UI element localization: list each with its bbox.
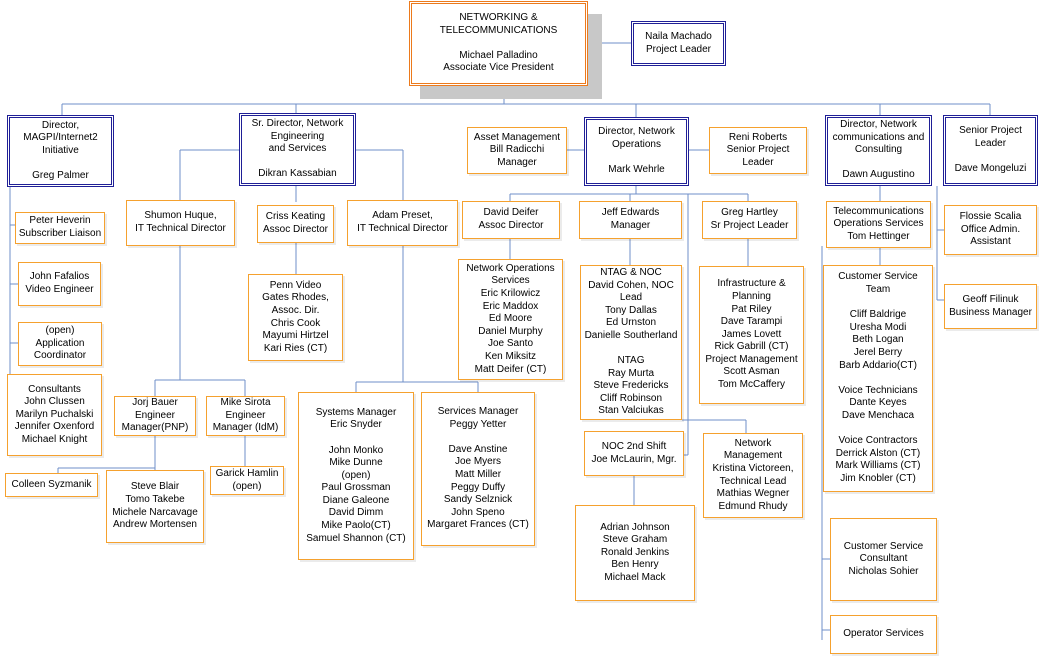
org-box-penn-video: Penn Video Gates Rhodes, Assoc. Dir. Chr… — [248, 274, 343, 361]
org-box-peter-heverin: Peter Heverin Subscriber Liaison — [15, 212, 105, 244]
org-box-services-manager: Services Manager Peggy Yetter Dave Ansti… — [421, 392, 535, 546]
org-box-mike-sirota: Mike Sirota Engineer Manager (IdM) — [206, 396, 285, 436]
org-box-consultants: Consultants John Clussen Marilyn Puchals… — [7, 374, 102, 456]
org-box-garick-hamlin: Garick Hamlin (open) — [210, 466, 284, 495]
org-box-john-fafalios: John Fafalios Video Engineer — [18, 262, 101, 306]
org-box-noc-2nd-shift: NOC 2nd Shift Joe McLaurin, Mgr. — [584, 431, 684, 476]
org-box-operator-services: Operator Services — [830, 615, 937, 654]
org-box-david-deifer: David Deifer Assoc Director — [462, 201, 560, 239]
org-box-customer-service-team: Customer Service Team Cliff Baldrige Ure… — [823, 265, 933, 492]
org-box-ntag-noc: NTAG & NOC David Cohen, NOC Lead Tony Da… — [580, 265, 682, 420]
org-box-reni-roberts: Reni Roberts Senior Project Leader — [709, 127, 807, 174]
org-box-network-operations-services: Network Operations Services Eric Krilowi… — [458, 259, 563, 380]
org-box-application-coordinator: (open) Application Coordinator — [18, 322, 102, 366]
org-box-greg-hartley: Greg Hartley Sr Project Leader — [702, 201, 797, 239]
org-box-jeff-edwards: Jeff Edwards Manager — [579, 201, 682, 239]
org-box-netcomm-director: Director, Network communications and Con… — [825, 115, 932, 186]
org-box-network-operations-director: Director, Network Operations Mark Wehrle — [584, 117, 689, 186]
org-box-flossie-scalia: Flossie Scalia Office Admin. Assistant — [944, 205, 1037, 255]
org-box-jorj-bauer: Jorj Bauer Engineer Manager(PNP) — [114, 396, 196, 436]
org-box-network-management: Network Management Kristina Victoreen, T… — [703, 433, 803, 518]
org-box-criss-keating: Criss Keating Assoc Director — [257, 205, 334, 243]
org-box-infrastructure-planning: Infrastructure & Planning Pat Riley Dave… — [699, 266, 804, 404]
org-box-senior-project-leader: Senior Project Leader Dave Mongeluzi — [943, 115, 1038, 186]
org-box-noc-staff: Adrian Johnson Steve Graham Ronald Jenki… — [575, 505, 695, 601]
org-box-avp: NETWORKING & TELECOMMUNICATIONS Michael … — [409, 1, 588, 86]
org-box-shumon-huque: Shumon Huque, IT Technical Director — [126, 200, 235, 246]
org-box-adam-preset: Adam Preset, IT Technical Director — [347, 200, 458, 246]
org-box-telecommunications: Telecommunications Operations Services T… — [826, 201, 931, 248]
org-box-steve-blair: Steve Blair Tomo Takebe Michele Narcavag… — [106, 470, 204, 543]
org-box-magpi-director: Director, MAGPI/Internet2 Initiative Gre… — [7, 115, 114, 187]
org-box-sr-director: Sr. Director, Network Engineering and Se… — [239, 113, 356, 186]
org-box-customer-service-consultant: Customer Service Consultant Nicholas Soh… — [830, 518, 937, 601]
org-box-naila-machado: Naila Machado Project Leader — [631, 21, 726, 66]
org-box-asset-management: Asset Management Bill Radicchi Manager — [467, 127, 567, 174]
org-box-systems-manager: Systems Manager Eric Snyder John Monko M… — [298, 392, 414, 560]
org-box-geoff-filinuk: Geoff Filinuk Business Manager — [944, 284, 1037, 329]
org-box-colleen-syzmanik: Colleen Syzmanik — [5, 473, 98, 497]
